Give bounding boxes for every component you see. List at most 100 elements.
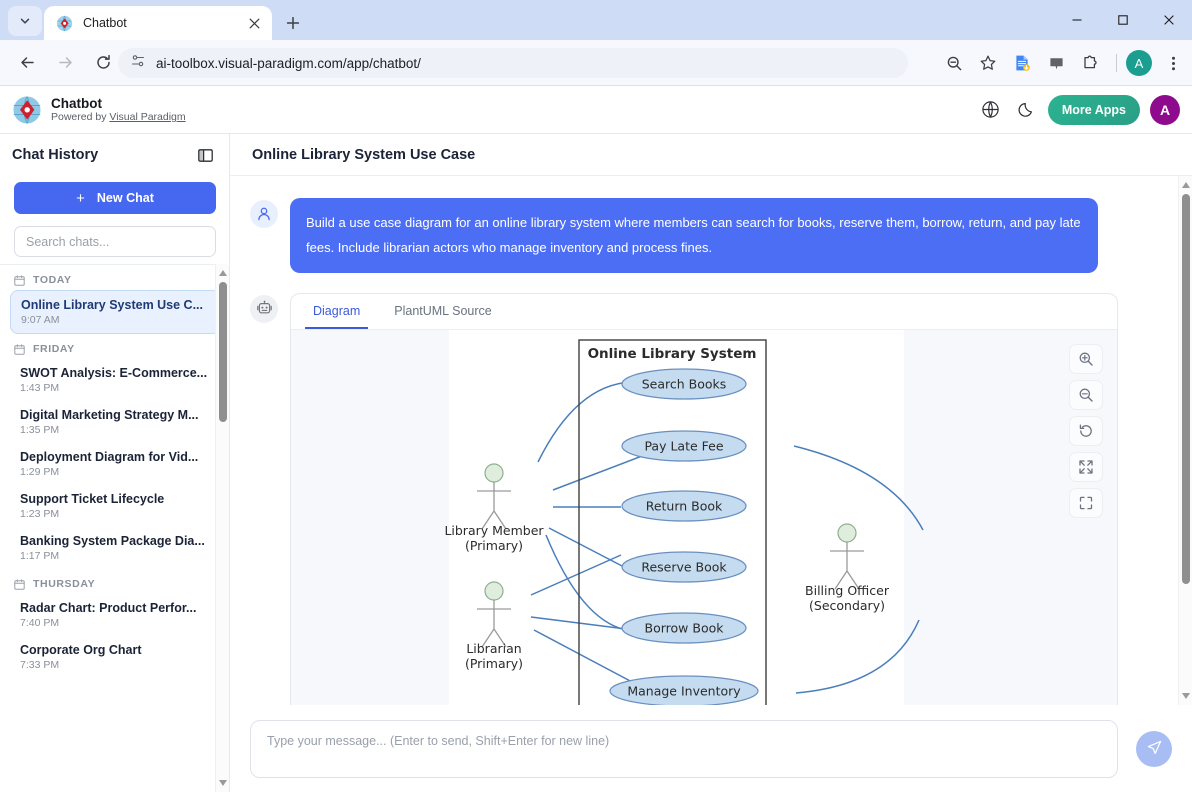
chat-history-item[interactable]: Banking System Package Dia...1:17 PM (10, 527, 220, 569)
link-member-reserve-book (548, 527, 625, 568)
extensions-puzzle-icon[interactable] (1075, 48, 1105, 78)
diagram-card: Diagram PlantUML Source (290, 292, 1118, 705)
diagram-tab-plantuml-source[interactable]: PlantUML Source (394, 304, 492, 319)
chat-item-title: Support Ticket Lifecycle (20, 492, 165, 506)
svg-text:Borrow Book: Borrow Book (645, 620, 725, 635)
message-input[interactable]: Type your message... (Enter to send, Shi… (250, 719, 1118, 778)
use-case-return-book: Return Book (621, 490, 747, 522)
app-header: Chatbot Powered by Visual Paradigm More … (0, 86, 1192, 134)
diagram-zoom-in-icon[interactable] (1069, 343, 1103, 374)
conversation-area: Build a use case diagram for an online l… (230, 176, 1178, 705)
chat-history-item[interactable]: Digital Marketing Strategy M...1:35 PM (10, 401, 220, 443)
powered-by: Powered by Visual Paradigm (51, 111, 186, 123)
use-case-borrow-book: Borrow Book (621, 612, 747, 644)
actor-billing-officer: Billing Officer (Secondary) (805, 523, 890, 613)
svg-text:Librarian: Librarian (466, 641, 521, 656)
conversation-scroll-thumb[interactable] (1182, 194, 1190, 584)
browser-toolbar: ai-toolbox.visual-paradigm.com/app/chatb… (0, 40, 1192, 86)
chat-history-item[interactable]: Deployment Diagram for Vid...1:29 PM (10, 443, 220, 485)
browser-profile-avatar[interactable]: A (1124, 48, 1154, 78)
chat-item-title: Online Library System Use C... (21, 298, 204, 312)
new-chat-button[interactable]: + New Chat (14, 182, 216, 214)
calendar-icon (14, 274, 25, 286)
chat-history-item[interactable]: SWOT Analysis: E-Commerce... 1:43 PM (10, 359, 220, 401)
sidebar-scroll-down-icon[interactable] (219, 780, 227, 786)
chat-item-time: 7:40 PM (20, 617, 60, 629)
sidebar-scroll-up-icon[interactable] (219, 270, 227, 276)
chat-item-title: SWOT Analysis: E-Commerce... (20, 366, 208, 380)
sidebar-header: Chat History (0, 134, 229, 176)
chat-history-item[interactable]: Radar Chart: Product Perfor...7:40 PM (10, 594, 220, 636)
sidebar-panel-toggle-icon[interactable] (193, 143, 217, 167)
conversation-scrollbar[interactable] (1178, 176, 1192, 705)
pin-comment-icon[interactable] (1041, 48, 1071, 78)
chat-item-time: 9:07 AM (21, 314, 60, 326)
svg-text:Billing Officer: Billing Officer (805, 583, 890, 598)
site-info-tune-icon[interactable] (130, 53, 146, 74)
new-tab-plus-icon[interactable] (279, 9, 307, 37)
more-apps-button[interactable]: More Apps (1047, 94, 1140, 125)
address-bar-url: ai-toolbox.visual-paradigm.com/app/chatb… (156, 55, 421, 71)
chat-item-time: 1:23 PM (20, 508, 60, 520)
sidebar-scroll-thumb[interactable] (219, 282, 227, 422)
send-message-button[interactable] (1136, 730, 1172, 767)
diagram-card-tabs[interactable]: Diagram PlantUML Source (291, 294, 1117, 330)
diagram-zoom-out-icon[interactable] (1069, 379, 1103, 410)
diagram-zoom-tools (1069, 343, 1103, 524)
conversation-scroll-up-icon[interactable] (1182, 182, 1190, 188)
forward-arrow-right-icon[interactable] (50, 48, 80, 78)
tab-close-icon[interactable] (244, 13, 264, 33)
language-globe-icon[interactable] (976, 95, 1006, 125)
reload-icon[interactable] (88, 48, 118, 78)
diagram-fullscreen-icon[interactable] (1069, 487, 1103, 518)
visual-paradigm-link[interactable]: Visual Paradigm (109, 111, 186, 124)
sidebar-title: Chat History (12, 147, 99, 163)
page-title: Online Library System Use Case (252, 146, 476, 163)
new-chat-plus-icon: + (76, 189, 85, 207)
svg-text:(Primary): (Primary) (465, 538, 523, 553)
search-chats-input[interactable] (14, 226, 216, 257)
back-arrow-left-icon[interactable] (12, 48, 42, 78)
window-close-icon[interactable] (1146, 0, 1192, 40)
main-panel: Online Library System Use Case Build a u… (230, 134, 1192, 792)
address-bar[interactable]: ai-toolbox.visual-paradigm.com/app/chatb… (118, 48, 908, 78)
diagram-tab-diagram[interactable]: Diagram (304, 294, 369, 329)
chat-item-time: 1:43 PM (20, 382, 60, 394)
actor-library-member: Library Member (Primary) (444, 463, 544, 553)
browser-menu-icon[interactable] (1158, 48, 1188, 78)
user-avatar[interactable]: A (1150, 94, 1180, 125)
tab-search-chevron-down-icon[interactable] (8, 6, 42, 36)
app-header-actions: More Apps A (976, 94, 1180, 125)
app-brand: Chatbot Powered by Visual Paradigm (12, 95, 186, 125)
diagram-reset-rotate-icon[interactable] (1069, 415, 1103, 446)
use-case-reserve-book: Reserve Book (621, 551, 747, 583)
chat-history-item[interactable]: Support Ticket Lifecycle 1:23 PM (10, 485, 220, 527)
conversation-scroll-down-icon[interactable] (1182, 693, 1190, 699)
bookmark-star-icon[interactable] (973, 48, 1003, 78)
doc-extension-icon[interactable] (1007, 48, 1037, 78)
window-maximize-icon[interactable] (1100, 0, 1146, 40)
link-billing-pay-late-fee (793, 444, 924, 531)
chat-group-header: THURSDAY (0, 569, 230, 594)
svg-text:Library Member: Library Member (444, 523, 544, 538)
use-case-manage-inventory: Manage Inventory (609, 675, 759, 705)
browser-tab-bar: Chatbot (0, 0, 1192, 40)
svg-text:Pay Late Fee: Pay Late Fee (644, 438, 723, 453)
send-paper-plane-icon (1146, 739, 1163, 759)
chat-history-item[interactable]: Online Library System Use C... 9:07 AM (10, 290, 220, 334)
diagram-fit-screen-icon[interactable] (1069, 451, 1103, 482)
robot-icon (250, 294, 278, 323)
svg-text:Return Book: Return Book (646, 498, 723, 513)
browser-tab[interactable]: Chatbot (44, 6, 272, 40)
page-zoom-out-icon[interactable] (939, 48, 969, 78)
new-chat-label: New Chat (96, 191, 154, 205)
diagram-canvas[interactable]: Online Library System Search Books Pay L… (291, 329, 1117, 705)
chat-group-header: FRIDAY (0, 334, 230, 359)
sidebar-scrollbar[interactable] (215, 264, 229, 792)
window-minimize-icon[interactable] (1054, 0, 1100, 40)
dark-mode-moon-icon[interactable] (1012, 95, 1042, 125)
svg-text:(Secondary): (Secondary) (809, 598, 885, 613)
